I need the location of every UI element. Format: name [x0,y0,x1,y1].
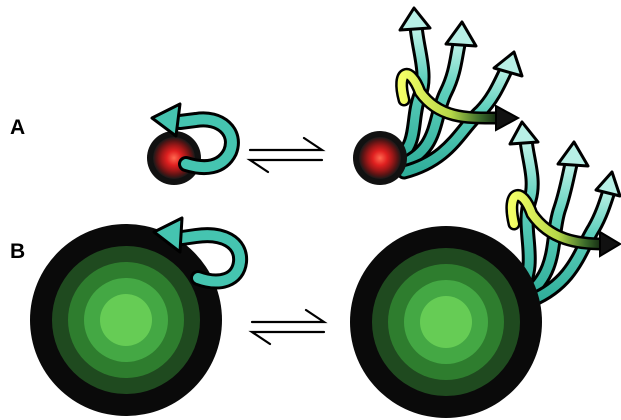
particle-a-right-core [359,137,401,179]
strands-a-right [392,8,522,172]
particle-b-left-ring-5 [100,294,152,346]
equilibrium-arrow-a [250,138,322,172]
particle-b-right-ring-5 [420,296,472,348]
panel-b-folded-state [30,218,240,416]
panel-a-extended-state [353,8,522,185]
panel-label-b: B [10,240,25,263]
panel-label-a: A [10,116,25,139]
equilibrium-arrow-b [252,310,324,344]
panel-a-folded-state [147,104,232,185]
